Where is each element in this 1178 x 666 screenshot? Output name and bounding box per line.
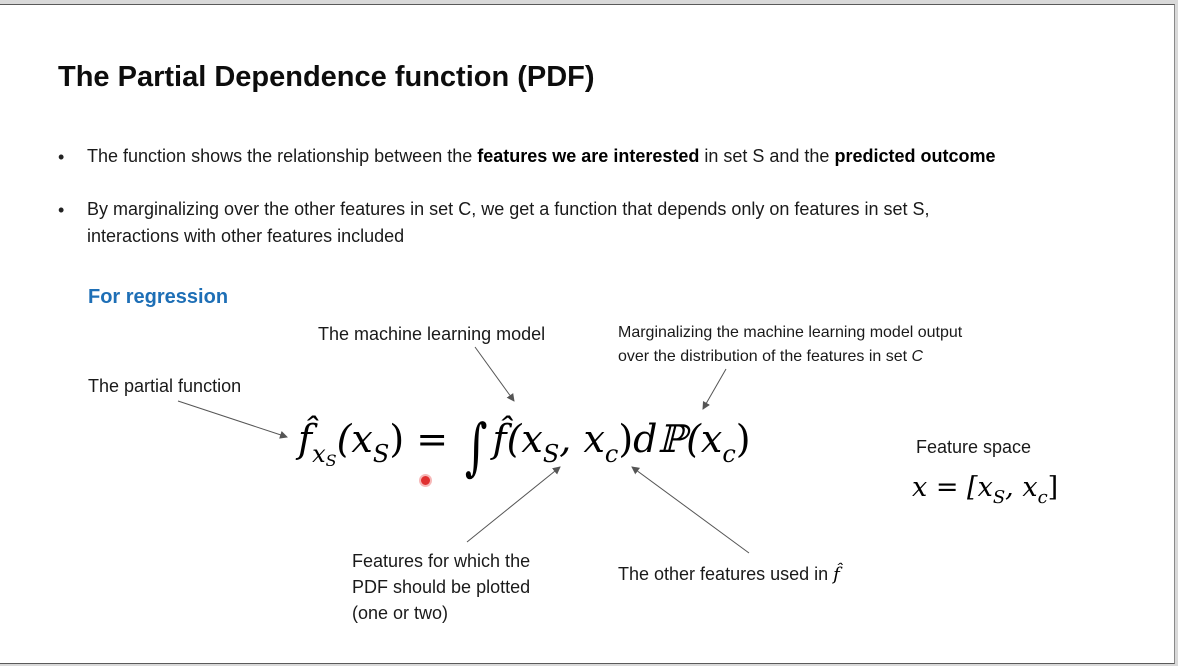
pdf-equation: f̂xS(xS) = ∫f̂(xS, xc)dℙ(xc) bbox=[298, 410, 751, 483]
annotation-marginalizing-line-1: Marginalizing the machine learning model… bbox=[618, 324, 963, 341]
bullet-1-part-4: predicted outcome bbox=[834, 146, 996, 166]
eq-integral: ∫ bbox=[465, 410, 488, 483]
annotation-other-features-text: The other features used in bbox=[618, 564, 834, 584]
slide-title: The Partial Dependence function (PDF) bbox=[58, 61, 595, 93]
eq-rhs-f: f̂ bbox=[492, 417, 507, 461]
eq-measure-close: ) bbox=[735, 417, 751, 461]
bullet-2-text: By marginalizing over the other features… bbox=[87, 196, 929, 250]
annotation-features-plotted: Features for which the PDF should be plo… bbox=[352, 548, 530, 626]
eq-rhs-comma: , x bbox=[559, 417, 605, 461]
annotation-other-features-symbol: f̂ bbox=[833, 564, 840, 585]
bullet-marker: • bbox=[58, 147, 65, 167]
annotation-marginalizing-set: C bbox=[911, 348, 924, 365]
eq-lhs-sub: xS bbox=[312, 440, 337, 470]
ff-sub-s: S bbox=[992, 487, 1006, 508]
section-heading: For regression bbox=[88, 286, 229, 308]
ff-equals: = bbox=[935, 472, 959, 503]
arrow-ml-model bbox=[474, 346, 515, 402]
annotation-marginalizing-prefix: over the distribution of the features in… bbox=[618, 348, 912, 365]
ff-comma: , x bbox=[1005, 472, 1038, 503]
annotation-features-plotted-line-2: PDF should be plotted bbox=[352, 577, 531, 597]
annotation-marginalizing-line-2: over the distribution of the features in… bbox=[618, 345, 962, 369]
annotation-features-plotted-line-1: Features for which the bbox=[352, 551, 531, 571]
annotation-ml-model: The machine learning model bbox=[318, 324, 546, 344]
slide: The Partial Dependence function (PDF) • … bbox=[0, 4, 1175, 664]
ff-lhs: x bbox=[912, 472, 928, 503]
eq-lhs-sub-x: x bbox=[312, 440, 326, 468]
annotation-marginalizing: Marginalizing the machine learning model… bbox=[618, 321, 962, 369]
ff-close: ] bbox=[1047, 472, 1059, 503]
feature-space-formula: x = [xS, xc] bbox=[912, 472, 1058, 508]
arrow-marginalizing bbox=[702, 368, 727, 410]
annotation-features-plotted-line-3: (one or two) bbox=[352, 603, 449, 623]
eq-equals: = bbox=[416, 417, 449, 461]
eq-lhs-sub-s: S bbox=[325, 451, 337, 470]
bullet-2-line-2: interactions with other features include… bbox=[87, 226, 405, 246]
eq-rhs-close: ) bbox=[618, 417, 634, 461]
pointer-cursor-dot bbox=[419, 474, 432, 487]
eq-rhs-open: (x bbox=[506, 417, 543, 461]
bullet-1-text: The function shows the relationship betw… bbox=[87, 143, 995, 170]
ff-sub-c: c bbox=[1037, 487, 1048, 508]
eq-rhs-sub-c: c bbox=[604, 440, 619, 468]
eq-lhs-arg-sub: S bbox=[372, 440, 390, 468]
eq-lhs-close: ) bbox=[389, 417, 405, 461]
eq-lhs-f: f̂ bbox=[298, 417, 313, 461]
annotation-other-features: The other features used in f̂ bbox=[618, 561, 840, 588]
eq-lhs-arg: (x bbox=[336, 417, 373, 461]
bullet-1-part-1: The function shows the relationship betw… bbox=[87, 146, 478, 166]
bullet-1-part-2: features we are interested bbox=[477, 146, 700, 166]
annotation-partial-function: The partial function bbox=[88, 376, 242, 396]
annotation-arrows bbox=[177, 346, 750, 554]
ff-open: [x bbox=[967, 472, 993, 503]
bullet-marker: • bbox=[58, 200, 65, 220]
arrow-partial-function bbox=[177, 400, 288, 439]
eq-rhs-sub-s: S bbox=[542, 440, 560, 468]
eq-measure: dℙ bbox=[633, 417, 687, 461]
bullet-2-line-1: By marginalizing over the other features… bbox=[87, 199, 930, 219]
eq-measure-arg: (x bbox=[686, 417, 723, 461]
annotation-feature-space: Feature space bbox=[916, 437, 1032, 457]
eq-measure-sub: c bbox=[722, 440, 736, 468]
bullet-1-part-3: in set S and the bbox=[699, 146, 835, 166]
